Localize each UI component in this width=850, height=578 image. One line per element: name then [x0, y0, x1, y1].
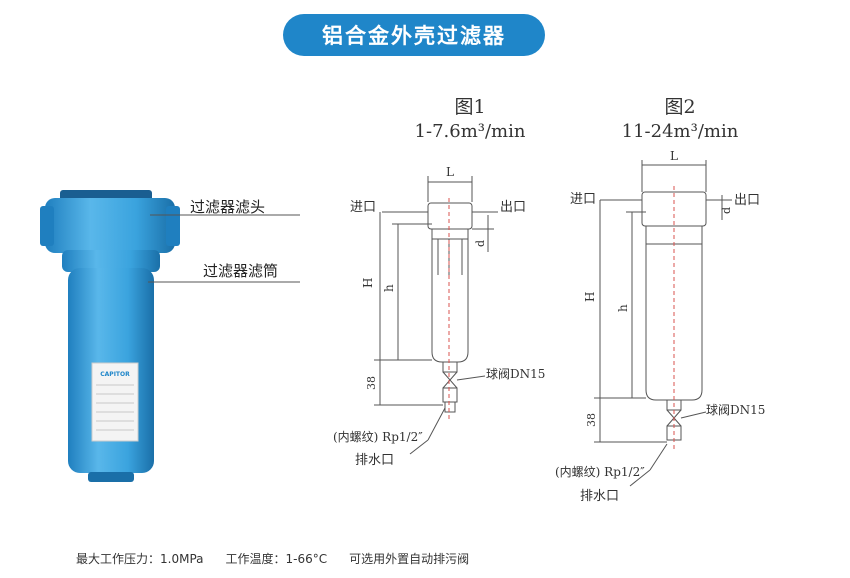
fig2-38: 38: [585, 413, 598, 427]
fig2-drain: 排水口: [580, 489, 619, 504]
title-banner: 铝合金外壳过滤器: [283, 14, 545, 56]
fig1-outlet: 出口: [500, 200, 526, 215]
fig2-H: H: [583, 292, 597, 302]
fig1-L: L: [446, 165, 454, 179]
photo-brand: CAPITOR: [100, 371, 130, 378]
fig1-H: H: [361, 278, 375, 288]
fig2-L: L: [670, 149, 678, 163]
fig2-d: d: [720, 207, 733, 214]
fig1-valve: 球阀DN15: [486, 367, 545, 381]
fig1-drain: 排水口: [355, 453, 394, 468]
fig1-d: d: [474, 240, 487, 247]
fig1-inlet: 进口: [350, 200, 376, 215]
figure2-name: 图2: [664, 96, 696, 118]
spec-pressure: 最大工作压力：1.0MPa: [76, 552, 204, 566]
spec-option: 可选用外置自动排污阀: [349, 552, 470, 566]
fig2-thread: (内螺纹) Rp1/2″: [555, 465, 645, 479]
spec-footer: 最大工作压力：1.0MPa 工作温度：1-66°C 可选用外置自动排污阀: [76, 550, 469, 567]
callout-filter-bowl: 过滤器滤筒: [203, 262, 279, 280]
figure1-name: 图1: [454, 96, 486, 118]
figure2-range: 11-24m³/min: [621, 121, 739, 142]
figure1-title: 图1 1-7.6m³/min: [400, 92, 540, 142]
spec-temperature: 工作温度：1-66°C: [225, 552, 328, 566]
fig1-h: h: [382, 284, 396, 292]
figure2-title: 图2 11-24m³/min: [610, 92, 750, 142]
banner-title: 铝合金外壳过滤器: [322, 24, 506, 48]
fig1-38: 38: [365, 376, 378, 390]
callout-filter-head: 过滤器滤头: [190, 198, 266, 216]
fig2-inlet: 进口: [570, 192, 596, 207]
fig2-h: h: [616, 304, 630, 312]
fig2-outlet: 出口: [734, 193, 760, 208]
fig2-valve: 球阀DN15: [706, 403, 765, 417]
fig1-thread: (内螺纹) Rp1/2″: [333, 430, 423, 444]
figure1-range: 1-7.6m³/min: [414, 121, 526, 142]
filter-photo: CAPITOR: [40, 190, 180, 482]
